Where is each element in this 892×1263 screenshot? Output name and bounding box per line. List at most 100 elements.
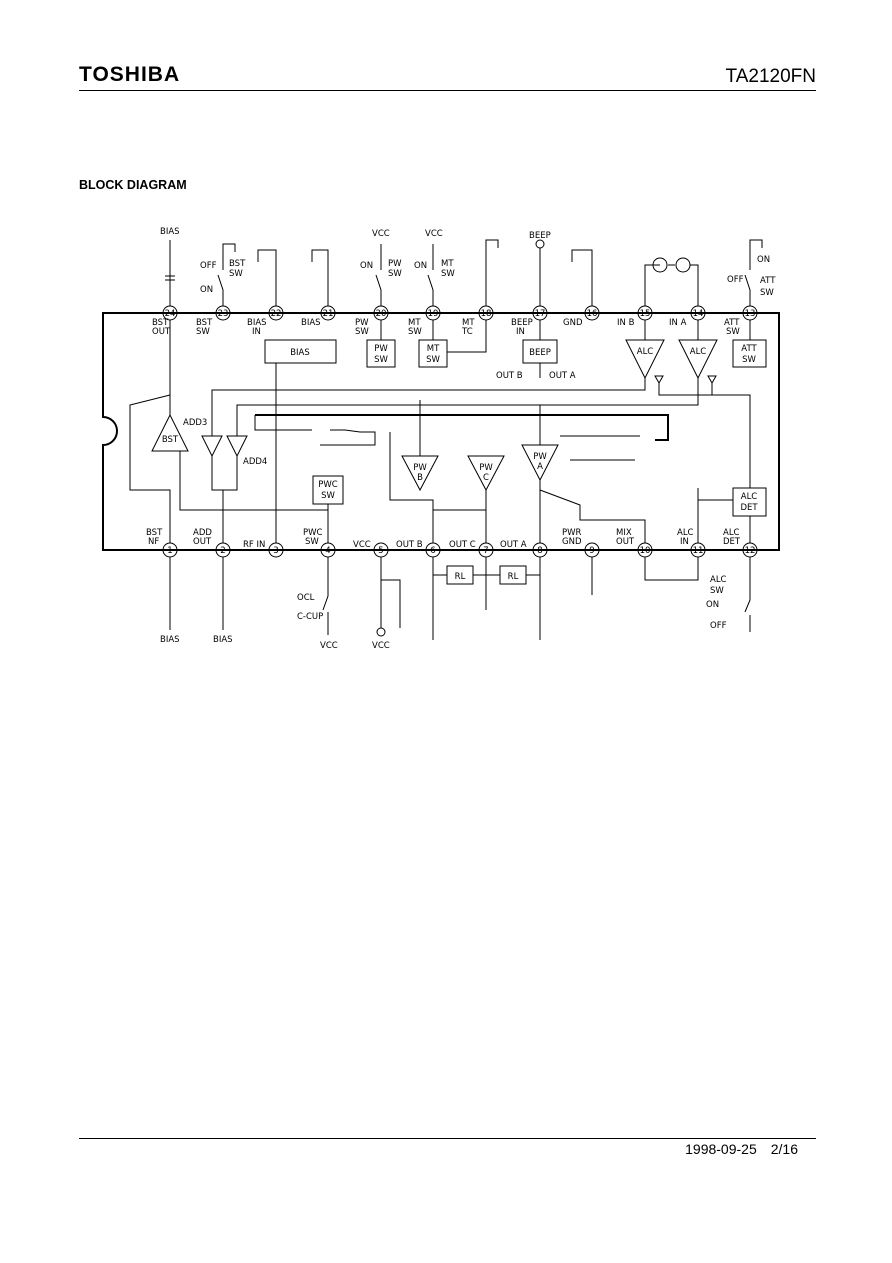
svg-text:PW: PW	[374, 344, 388, 354]
svg-text:IN: IN	[516, 327, 525, 337]
add3-buffer	[201, 435, 223, 458]
svg-text:SW: SW	[726, 327, 740, 337]
svg-text:PW: PW	[479, 463, 493, 473]
svg-text:OUT: OUT	[193, 537, 212, 547]
svg-text:OCL: OCL	[297, 593, 315, 603]
svg-text:SW: SW	[710, 586, 724, 596]
svg-text:ADD4: ADD4	[243, 457, 267, 467]
svg-text:17: 17	[535, 309, 546, 319]
svg-text:VCC: VCC	[353, 540, 371, 550]
pin-15: 15	[637, 305, 653, 321]
svg-text:BEEP: BEEP	[529, 231, 551, 241]
svg-text:SW: SW	[760, 288, 774, 298]
svg-text:MIX: MIX	[616, 528, 632, 538]
pin-16: 16	[584, 305, 600, 321]
svg-text:8: 8	[537, 546, 542, 556]
svg-text:VCC: VCC	[372, 229, 390, 239]
svg-text:SW: SW	[441, 269, 455, 279]
alc-ctrl-a	[707, 375, 717, 385]
svg-text:RF IN: RF IN	[243, 540, 265, 550]
svg-text:21: 21	[323, 309, 334, 319]
svg-text:12: 12	[745, 546, 756, 556]
svg-text:OUT A: OUT A	[500, 540, 527, 550]
svg-text:SW: SW	[305, 537, 319, 547]
svg-text:24: 24	[165, 309, 176, 319]
svg-text:22: 22	[271, 309, 282, 319]
svg-text:SW: SW	[321, 491, 335, 501]
svg-text:ATT: ATT	[760, 276, 776, 286]
svg-text:18: 18	[481, 309, 492, 319]
svg-text:3: 3	[273, 546, 278, 556]
alc-ctrl-b	[654, 375, 664, 385]
external-bottom: BIAS BIAS OCL C-CUP VCC VCC RL RL ALC SW…	[160, 557, 751, 651]
svg-text:OUT B: OUT B	[396, 540, 423, 550]
svg-text:BEEP: BEEP	[529, 348, 551, 358]
svg-text:4: 4	[325, 546, 330, 556]
header-rule	[79, 90, 816, 91]
svg-text:PWC: PWC	[303, 528, 323, 538]
svg-text:OUT: OUT	[152, 327, 171, 337]
svg-text:14: 14	[693, 309, 704, 319]
section-title: BLOCK DIAGRAM	[79, 178, 187, 192]
part-number: TA2120FN	[725, 66, 816, 87]
svg-text:2: 2	[220, 546, 225, 556]
svg-text:BIAS: BIAS	[160, 635, 180, 645]
svg-text:BST: BST	[196, 318, 213, 328]
svg-text:SW: SW	[426, 355, 440, 365]
svg-text:20: 20	[376, 309, 387, 319]
svg-text:5: 5	[378, 546, 383, 556]
svg-text:ALC: ALC	[677, 528, 694, 538]
svg-text:ALC: ALC	[637, 347, 654, 357]
svg-text:10: 10	[640, 546, 651, 556]
svg-text:MT: MT	[427, 344, 440, 354]
pin-22: 22	[268, 305, 284, 321]
svg-text:OUT A: OUT A	[549, 371, 576, 381]
svg-text:OUT B: OUT B	[496, 371, 523, 381]
svg-text:C: C	[483, 473, 489, 483]
alc-amp-b	[625, 339, 665, 380]
svg-text:PW: PW	[533, 452, 547, 462]
pin-19: 19	[425, 305, 441, 321]
svg-text:BIAS: BIAS	[247, 318, 267, 328]
svg-text:ATT: ATT	[724, 318, 740, 328]
svg-text:BIAS: BIAS	[213, 635, 233, 645]
svg-text:13: 13	[745, 309, 756, 319]
svg-text:DET: DET	[723, 537, 741, 547]
svg-text:ADD3: ADD3	[183, 418, 207, 428]
svg-text:SW: SW	[196, 327, 210, 337]
svg-text:SW: SW	[388, 269, 402, 279]
internal-wiring	[129, 320, 751, 543]
svg-text:23: 23	[218, 309, 229, 319]
pin-17: 17	[532, 305, 548, 321]
pin-23: 23	[215, 305, 231, 321]
svg-text:PW: PW	[355, 318, 369, 328]
svg-text:ON: ON	[757, 255, 770, 265]
svg-text:VCC: VCC	[320, 641, 338, 651]
svg-text:RL: RL	[455, 572, 466, 582]
toshiba-logo: TOSHIBA	[79, 63, 181, 86]
svg-text:ON: ON	[414, 261, 427, 271]
svg-text:BST: BST	[162, 435, 179, 445]
svg-text:IN: IN	[252, 327, 261, 337]
svg-text:C-CUP: C-CUP	[297, 612, 323, 622]
bias-block	[264, 339, 337, 364]
svg-text:A: A	[537, 462, 543, 472]
svg-text:ON: ON	[706, 600, 719, 610]
svg-text:PWR: PWR	[562, 528, 582, 538]
rl-block-1	[446, 565, 474, 585]
svg-text:VCC: VCC	[425, 229, 443, 239]
svg-text:MT: MT	[462, 318, 475, 328]
svg-text:16: 16	[587, 309, 598, 319]
svg-text:BST: BST	[229, 259, 246, 269]
svg-text:7: 7	[483, 546, 488, 556]
svg-text:MT: MT	[441, 259, 454, 269]
svg-text:PWC: PWC	[318, 480, 338, 490]
svg-text:BEEP: BEEP	[511, 318, 533, 328]
footer-date: 1998-09-25	[685, 1141, 757, 1157]
svg-text:GND: GND	[562, 537, 582, 547]
svg-text:VCC: VCC	[372, 641, 390, 651]
svg-text:ON: ON	[360, 261, 373, 271]
svg-text:1: 1	[167, 546, 172, 556]
